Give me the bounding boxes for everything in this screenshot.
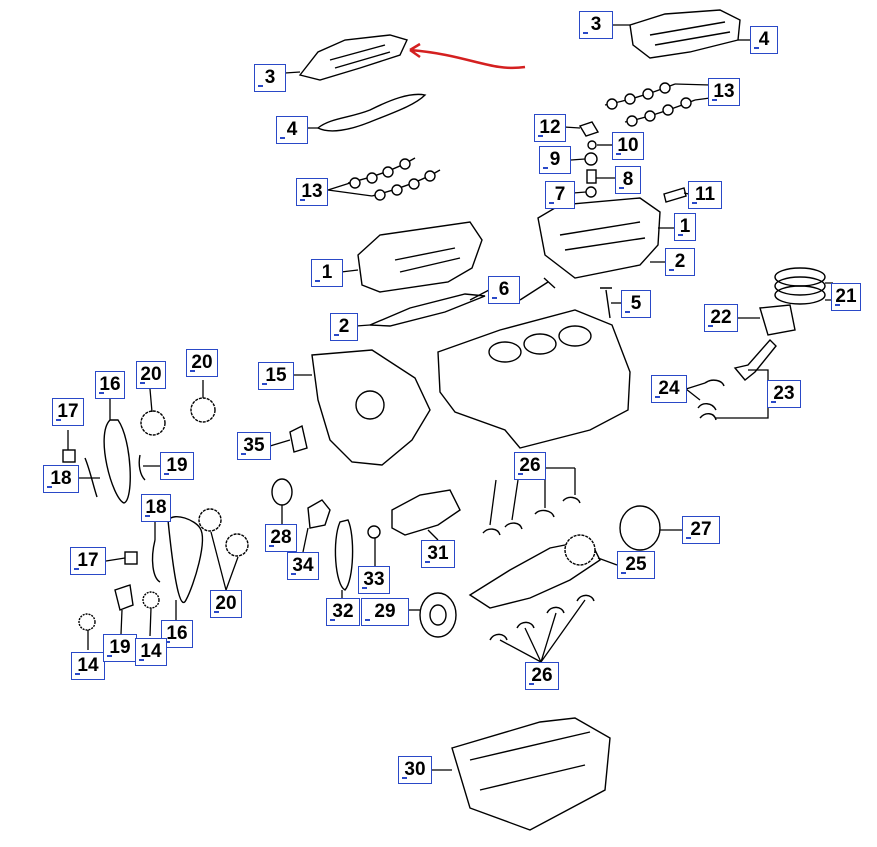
callout-22: 22 <box>704 304 738 332</box>
callout-3-left-valve-cover: 3 <box>254 64 286 92</box>
callout-21: 21 <box>831 283 861 311</box>
left-cylinder-head <box>357 221 483 293</box>
right-valve-cover <box>629 9 741 59</box>
callout-29: 29 <box>361 598 409 626</box>
callout-32: 32 <box>326 598 360 626</box>
callout-17-lower: 17 <box>70 547 106 575</box>
piston <box>759 304 796 336</box>
rod-bearing-upper <box>704 379 725 387</box>
chain-tensioner-35 <box>289 424 308 453</box>
callout-14-right: 14 <box>135 638 167 666</box>
left-valve-cover <box>298 34 408 81</box>
oil-pump-31 <box>391 489 461 536</box>
lash-adjuster-11 <box>663 187 687 203</box>
leader-lines <box>67 24 833 771</box>
timing-chain-lower <box>167 516 204 604</box>
callout-13-left-camshafts: 13 <box>296 178 328 206</box>
callout-2-right-gasket: 2 <box>665 248 695 276</box>
connecting-rod <box>733 338 777 381</box>
red-annotation-arrow <box>409 42 526 70</box>
left-head-gasket <box>369 293 486 327</box>
callout-19-upper: 19 <box>160 452 194 480</box>
callout-11: 11 <box>688 181 722 209</box>
callout-19-lower: 19 <box>103 634 137 662</box>
cam-sprocket-20a <box>140 410 166 436</box>
callout-27: 27 <box>682 516 720 544</box>
cam-sprocket-20d <box>225 533 249 557</box>
left-valve-cover-gasket <box>316 93 427 132</box>
chain-guide-18b <box>151 539 161 583</box>
callout-20-upper-left: 20 <box>136 361 166 389</box>
callout-2-left-gasket: 2 <box>330 313 358 341</box>
callout-24: 24 <box>651 375 687 403</box>
callout-18-upper: 18 <box>43 465 79 493</box>
callout-26-lower: 26 <box>525 662 559 690</box>
oil-pump-sprocket-33 <box>367 525 381 539</box>
main-bearings-lower <box>489 594 595 641</box>
rear-main-seal <box>619 505 661 551</box>
callout-10: 10 <box>612 132 644 160</box>
tensioner-17a <box>62 449 76 463</box>
callout-17-upper: 17 <box>52 398 84 426</box>
callout-20-upper-right: 20 <box>186 349 218 377</box>
callout-18-lower: 18 <box>141 494 171 522</box>
callout-26-upper: 26 <box>514 452 546 480</box>
callout-16-lower-chain: 16 <box>161 620 193 648</box>
valve-keeper-10 <box>587 140 597 150</box>
chain-guide-19b <box>114 584 134 611</box>
callout-15: 15 <box>258 362 294 390</box>
callout-7: 7 <box>545 181 575 209</box>
rocker-arm-12 <box>578 121 600 137</box>
callout-14-left: 14 <box>71 652 105 680</box>
valve-seal-7 <box>585 186 597 198</box>
callout-33: 33 <box>358 566 390 594</box>
oil-pan <box>451 717 611 831</box>
cam-sprocket-20b <box>190 397 216 423</box>
callout-9: 9 <box>539 146 571 174</box>
main-bearings-upper <box>482 496 581 536</box>
water-pump-34 <box>307 499 331 529</box>
tensioner-17b <box>124 551 138 565</box>
callout-34: 34 <box>287 552 319 580</box>
callout-4-left-gasket: 4 <box>276 116 308 144</box>
callout-16-upper-chain: 16 <box>95 371 125 399</box>
callout-31: 31 <box>421 540 455 568</box>
callout-5: 5 <box>621 290 651 318</box>
callout-1-left-head: 1 <box>311 259 343 287</box>
valve-5 <box>600 287 612 319</box>
timing-chain-upper <box>103 419 131 504</box>
crank-sprocket-14b <box>142 591 160 609</box>
retainer-9 <box>584 152 598 166</box>
crank-pulley-29 <box>419 592 457 638</box>
rod-bearing-lower <box>697 403 717 411</box>
right-cylinder-head <box>537 197 661 279</box>
right-camshafts <box>604 82 696 127</box>
valve-6 <box>519 277 556 301</box>
callout-3-right-valve-cover: 3 <box>579 11 613 39</box>
callout-1-right-head: 1 <box>674 213 696 241</box>
cam-sprocket-20c <box>198 508 222 532</box>
left-camshafts <box>347 157 441 201</box>
chain-guide-19a <box>138 454 146 481</box>
callout-28: 28 <box>265 524 297 552</box>
oil-pump-chain-32 <box>334 519 354 591</box>
callout-13-right-camshafts: 13 <box>708 78 740 106</box>
crank-sprocket-14a <box>78 613 96 631</box>
callout-8: 8 <box>615 166 641 194</box>
callout-12: 12 <box>534 114 566 142</box>
front-seal-28 <box>271 478 293 506</box>
callout-4-right-gasket: 4 <box>750 26 778 54</box>
callout-23: 23 <box>767 380 801 408</box>
callout-6: 6 <box>488 276 520 304</box>
callout-35: 35 <box>237 432 271 460</box>
callout-30: 30 <box>398 756 432 784</box>
callout-25: 25 <box>617 551 655 579</box>
valve-spring-8 <box>586 169 597 184</box>
callout-20-lower: 20 <box>210 590 242 618</box>
engine-block <box>437 309 631 449</box>
